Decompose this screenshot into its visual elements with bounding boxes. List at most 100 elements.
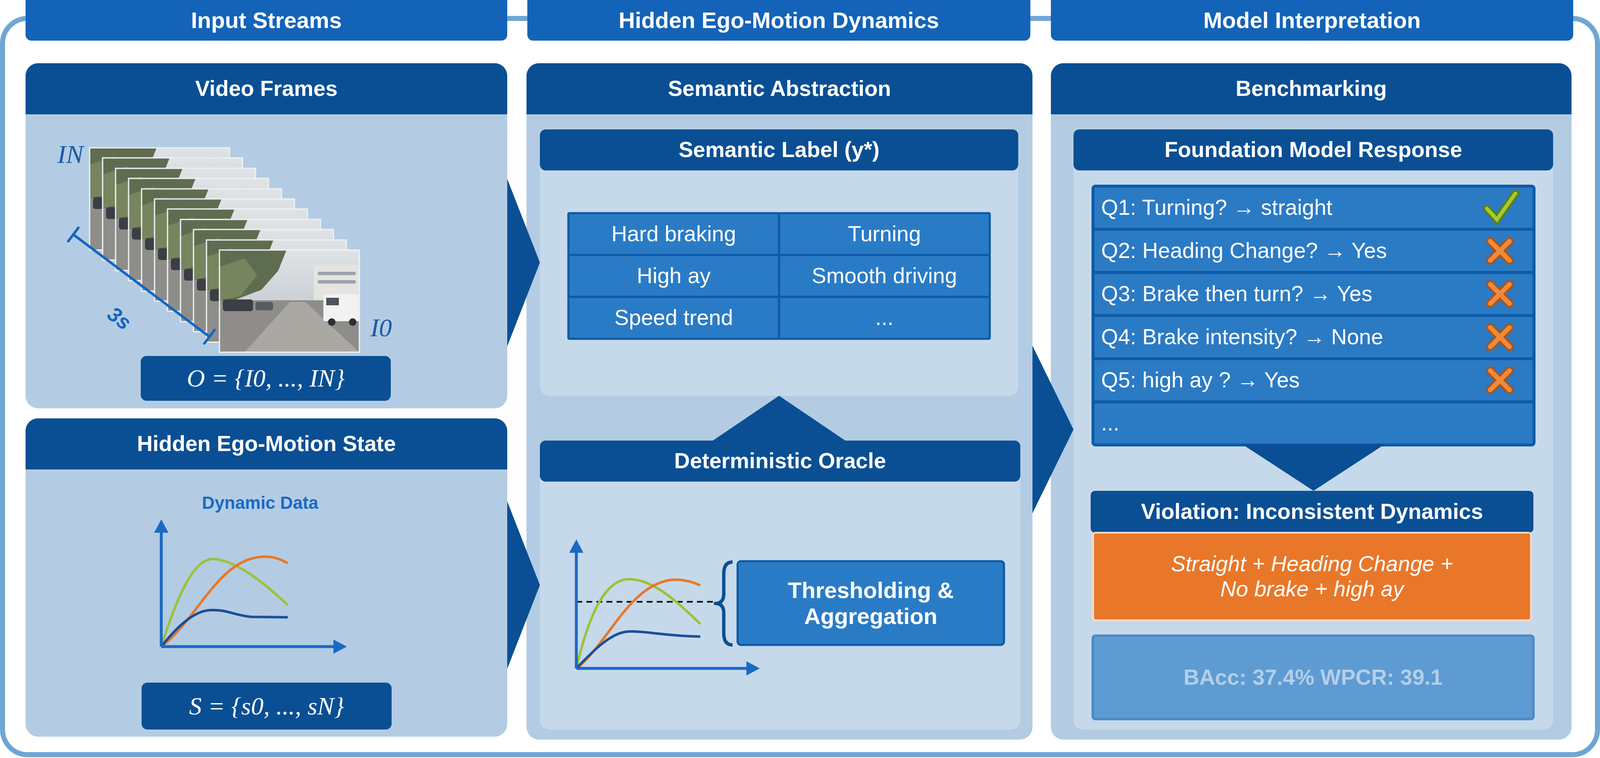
sub-panel-header [539,129,1019,171]
label-holder: IN [49,137,92,171]
art-path [1486,193,1516,220]
node-text: Smooth driving [779,255,990,297]
tab-shape [25,0,508,41]
violation-header [1090,490,1534,533]
sub-panel: Semantic Label (y*) Hard brakingTurningHi… [539,129,1019,396]
math-box: O = {I0, ..., IN} [140,356,391,401]
art-path [715,562,733,646]
cell-shape [779,213,990,256]
art-line [161,645,336,649]
art-polygon [746,661,760,676]
node-text: High ay [568,255,780,297]
art-line [68,227,79,242]
math-shape [141,682,392,730]
node-text: Hidden Ego-Motion Dynamics [527,0,1031,41]
art-use [219,250,360,353]
sub-panel-body [539,440,1021,730]
node-text: Q2: Heading Change? → Yes [1093,229,1534,272]
label-cell: Turning [779,213,990,256]
node-text: Q5: high ay ? → Yes [1093,359,1534,402]
node-text: Semantic Label (y*) [539,129,1019,171]
sub-panel-body [539,129,1019,396]
art-path [1486,193,1516,220]
dynamic-data-chart [154,519,347,654]
frame-stack [89,147,360,353]
question-row: Q1: Turning? → straight [1093,186,1534,229]
diagram-label: Dynamic Data [201,493,319,513]
label-cell: Hard braking [568,213,780,256]
node-text: Hidden Ego-Motion State [25,418,508,470]
column-tab: Input Streams [25,0,508,41]
node-text: Semantic Abstraction [526,63,1033,115]
art-path [1490,241,1510,261]
outer-frame [2,18,1598,755]
panel-box: Hidden Ego-Motion State S = {s0, ..., sN} [25,418,508,737]
process-shape [737,561,1004,646]
sub-panel-body [1073,129,1554,730]
panel-body [25,63,508,409]
node-text: Model Interpretation [1050,0,1574,41]
art-path [161,610,288,647]
art-path [1490,327,1510,347]
panel-header [1050,63,1572,115]
node-text: ... [779,296,990,339]
art-polygon [569,539,584,553]
cell-shape [568,296,780,339]
question-row: Q2: Heading Change? → Yes [1093,229,1534,272]
node-text: S = {s0, ..., sN} [141,682,392,730]
row-shape [1093,273,1534,315]
sub-panel: Foundation Model ResponseQ1: Turning? → … [1073,129,1554,730]
score-box: BAcc: 37.4% WPCR: 39.1 [1092,635,1534,720]
panel-box: Semantic AbstractionSemantic Label (y*) H… [526,63,1033,740]
label-holder: Dynamic Data [176,490,344,516]
label-holder: I0 [360,310,403,345]
cell-shape [779,255,990,297]
art-line [576,601,713,603]
cell-shape [568,213,780,256]
node-text: Deterministic Oracle [539,440,1021,482]
label-cell: ... [779,296,990,339]
oracle-chart [569,539,760,676]
question-list [1092,185,1535,446]
art-path [1490,370,1510,390]
row-shape [1093,229,1534,272]
score-shape [1092,635,1534,720]
column-tab: Hidden Ego-Motion Dynamics [527,0,1031,41]
diagram-label: IN [57,139,84,169]
label-cell: Speed trend [568,296,780,339]
art-path [576,631,701,669]
diagram-label: 3s [103,301,136,335]
flow-chevron [1032,345,1074,514]
label-holder: 3s [89,290,150,347]
sub-panel-header [539,440,1021,482]
panel-header [526,63,1033,115]
violation-box: Violation: Inconsistent DynamicsStraight… [1090,490,1534,621]
panel-box: BenchmarkingFoundation Model ResponseQ1:… [1050,63,1572,740]
panel-body [526,63,1033,740]
label-cell: High ay [568,255,780,297]
row-shape [1093,316,1534,359]
art-line [204,330,215,344]
art-path [1490,370,1510,390]
label-cell: Smooth driving [779,255,990,297]
tab-shape [527,0,1031,41]
row-shape [1093,186,1534,229]
node-text: Input Streams [25,0,508,41]
node-text: Speed trend [568,296,780,339]
node-text: Q4: Brake intensity? → None [1093,316,1534,359]
node-text: Turning [779,213,990,256]
duration-dimension [68,227,215,344]
art-line [575,550,579,669]
question-row: ... [1093,402,1534,445]
node-text: Hard braking [568,213,780,256]
node-text: Foundation Model Response [1073,129,1554,171]
node-text: Straight + Heading Change + No brake + h… [1090,532,1534,621]
art-path [1490,284,1510,304]
node-text: Q3: Brake then turn? → Yes [1093,273,1534,315]
tab-shape [1050,0,1574,41]
math-shape [140,356,391,401]
column-tab: Model Interpretation [1050,0,1574,41]
row-shape [1093,359,1534,402]
art-path [1490,327,1510,347]
